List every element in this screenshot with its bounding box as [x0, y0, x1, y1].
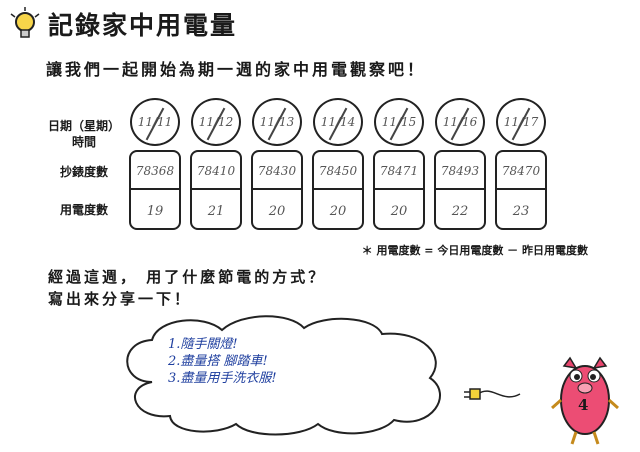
- mascot-number: 4: [578, 396, 589, 414]
- intro-text: 讓我們一起開始為期一週的家中用電觀察吧！: [46, 60, 427, 79]
- meter-value: 78470: [501, 164, 541, 178]
- usage-value: 21: [207, 204, 225, 219]
- answer-list: 1.隨手關燈! 2.盡量搭 腳踏車! 3.盡量用手洗衣服!: [168, 336, 277, 387]
- date-circle: 11/16: [435, 98, 485, 146]
- question-line2: 寫出來分享一下！: [48, 290, 193, 308]
- date-value: 11/11: [137, 115, 173, 129]
- usage-value: 19: [146, 204, 164, 219]
- date-value: 11/14: [320, 115, 356, 129]
- reading-cell: 78430 20: [251, 150, 303, 230]
- date-circle: 11/11: [130, 98, 180, 146]
- reading-cell: 78493 22: [434, 150, 486, 230]
- date-circle: 11/14: [313, 98, 363, 146]
- row-label-meter: 抄錶度數: [59, 165, 108, 179]
- usage-value: 20: [329, 204, 347, 219]
- date-value: 11/17: [503, 115, 539, 129]
- date-circle: 11/12: [191, 98, 241, 146]
- page-title: 記錄家中用電量: [48, 11, 238, 40]
- answer-item: 1.隨手關燈!: [168, 337, 238, 352]
- thought-cloud: [126, 315, 441, 436]
- meter-value: 78368: [135, 164, 175, 178]
- row-label-date: 日期（星期） 時間: [47, 119, 120, 149]
- lightbulb-icon: [10, 7, 40, 38]
- meter-value: 78493: [440, 164, 480, 178]
- question-line1: 經過這週， 用了什麼節電的方式？: [48, 268, 327, 286]
- meter-value: 78450: [318, 164, 358, 178]
- meter-value: 78471: [379, 164, 419, 178]
- plug-icon: [464, 388, 521, 400]
- date-circle: 11/13: [252, 98, 302, 146]
- meter-value: 78410: [196, 164, 236, 178]
- date-circle: 11/17: [496, 98, 546, 146]
- date-value: 11/15: [381, 115, 417, 129]
- reading-cell: 78450 20: [312, 150, 364, 230]
- reading-cell: 78410 21: [190, 150, 242, 230]
- date-circle: 11/15: [374, 98, 424, 146]
- answer-item: 3.盡量用手洗衣服!: [168, 371, 277, 386]
- meter-value: 78430: [257, 164, 297, 178]
- usage-value: 20: [268, 204, 286, 219]
- reading-cell: 78471 20: [373, 150, 425, 230]
- date-value: 11/16: [442, 115, 478, 129]
- row-label-usage: 用電度數: [59, 203, 108, 217]
- reading-cell: 78470 23: [495, 150, 547, 230]
- usage-value: 23: [512, 204, 530, 219]
- date-value: 11/13: [259, 115, 295, 129]
- pig-mascot: [551, 356, 619, 445]
- answer-item: 2.盡量搭 腳踏車!: [168, 354, 268, 369]
- reading-cell: 78368 19: [129, 150, 181, 230]
- usage-value: 20: [390, 204, 408, 219]
- usage-value: 22: [451, 204, 469, 219]
- date-value: 11/12: [198, 115, 234, 129]
- formula-note: ＊ 用電度數 = 今日用電度數 － 昨日用電度數: [361, 244, 588, 257]
